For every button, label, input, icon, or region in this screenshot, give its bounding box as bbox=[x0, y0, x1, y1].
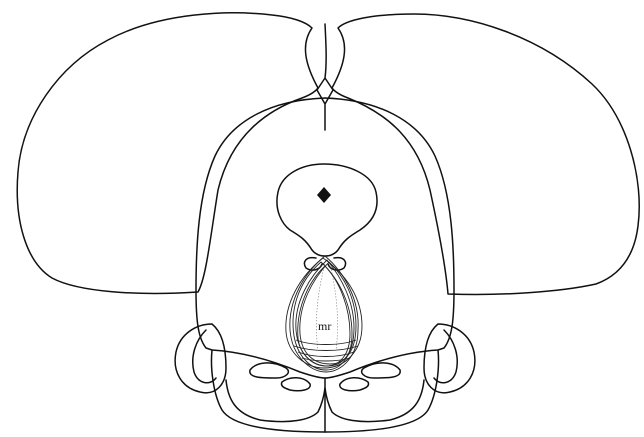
right-cerebral-hemisphere bbox=[332, 14, 639, 295]
right-ventral-nucleus-2 bbox=[340, 378, 369, 391]
cerebral-aqueduct bbox=[277, 164, 377, 256]
aqueduct-marker-icon bbox=[317, 187, 331, 203]
left-cerebral-hemisphere bbox=[17, 13, 318, 294]
mr-label: mr bbox=[318, 319, 331, 333]
interhemispheric-fissure bbox=[317, 24, 333, 130]
left-ventral-nucleus-2 bbox=[281, 378, 310, 391]
left-cerebellar-lobe bbox=[175, 324, 226, 393]
midbrain bbox=[196, 98, 454, 378]
right-cerebellar-lobe bbox=[424, 324, 475, 393]
median-raphe-lesion-outlines bbox=[286, 256, 362, 372]
